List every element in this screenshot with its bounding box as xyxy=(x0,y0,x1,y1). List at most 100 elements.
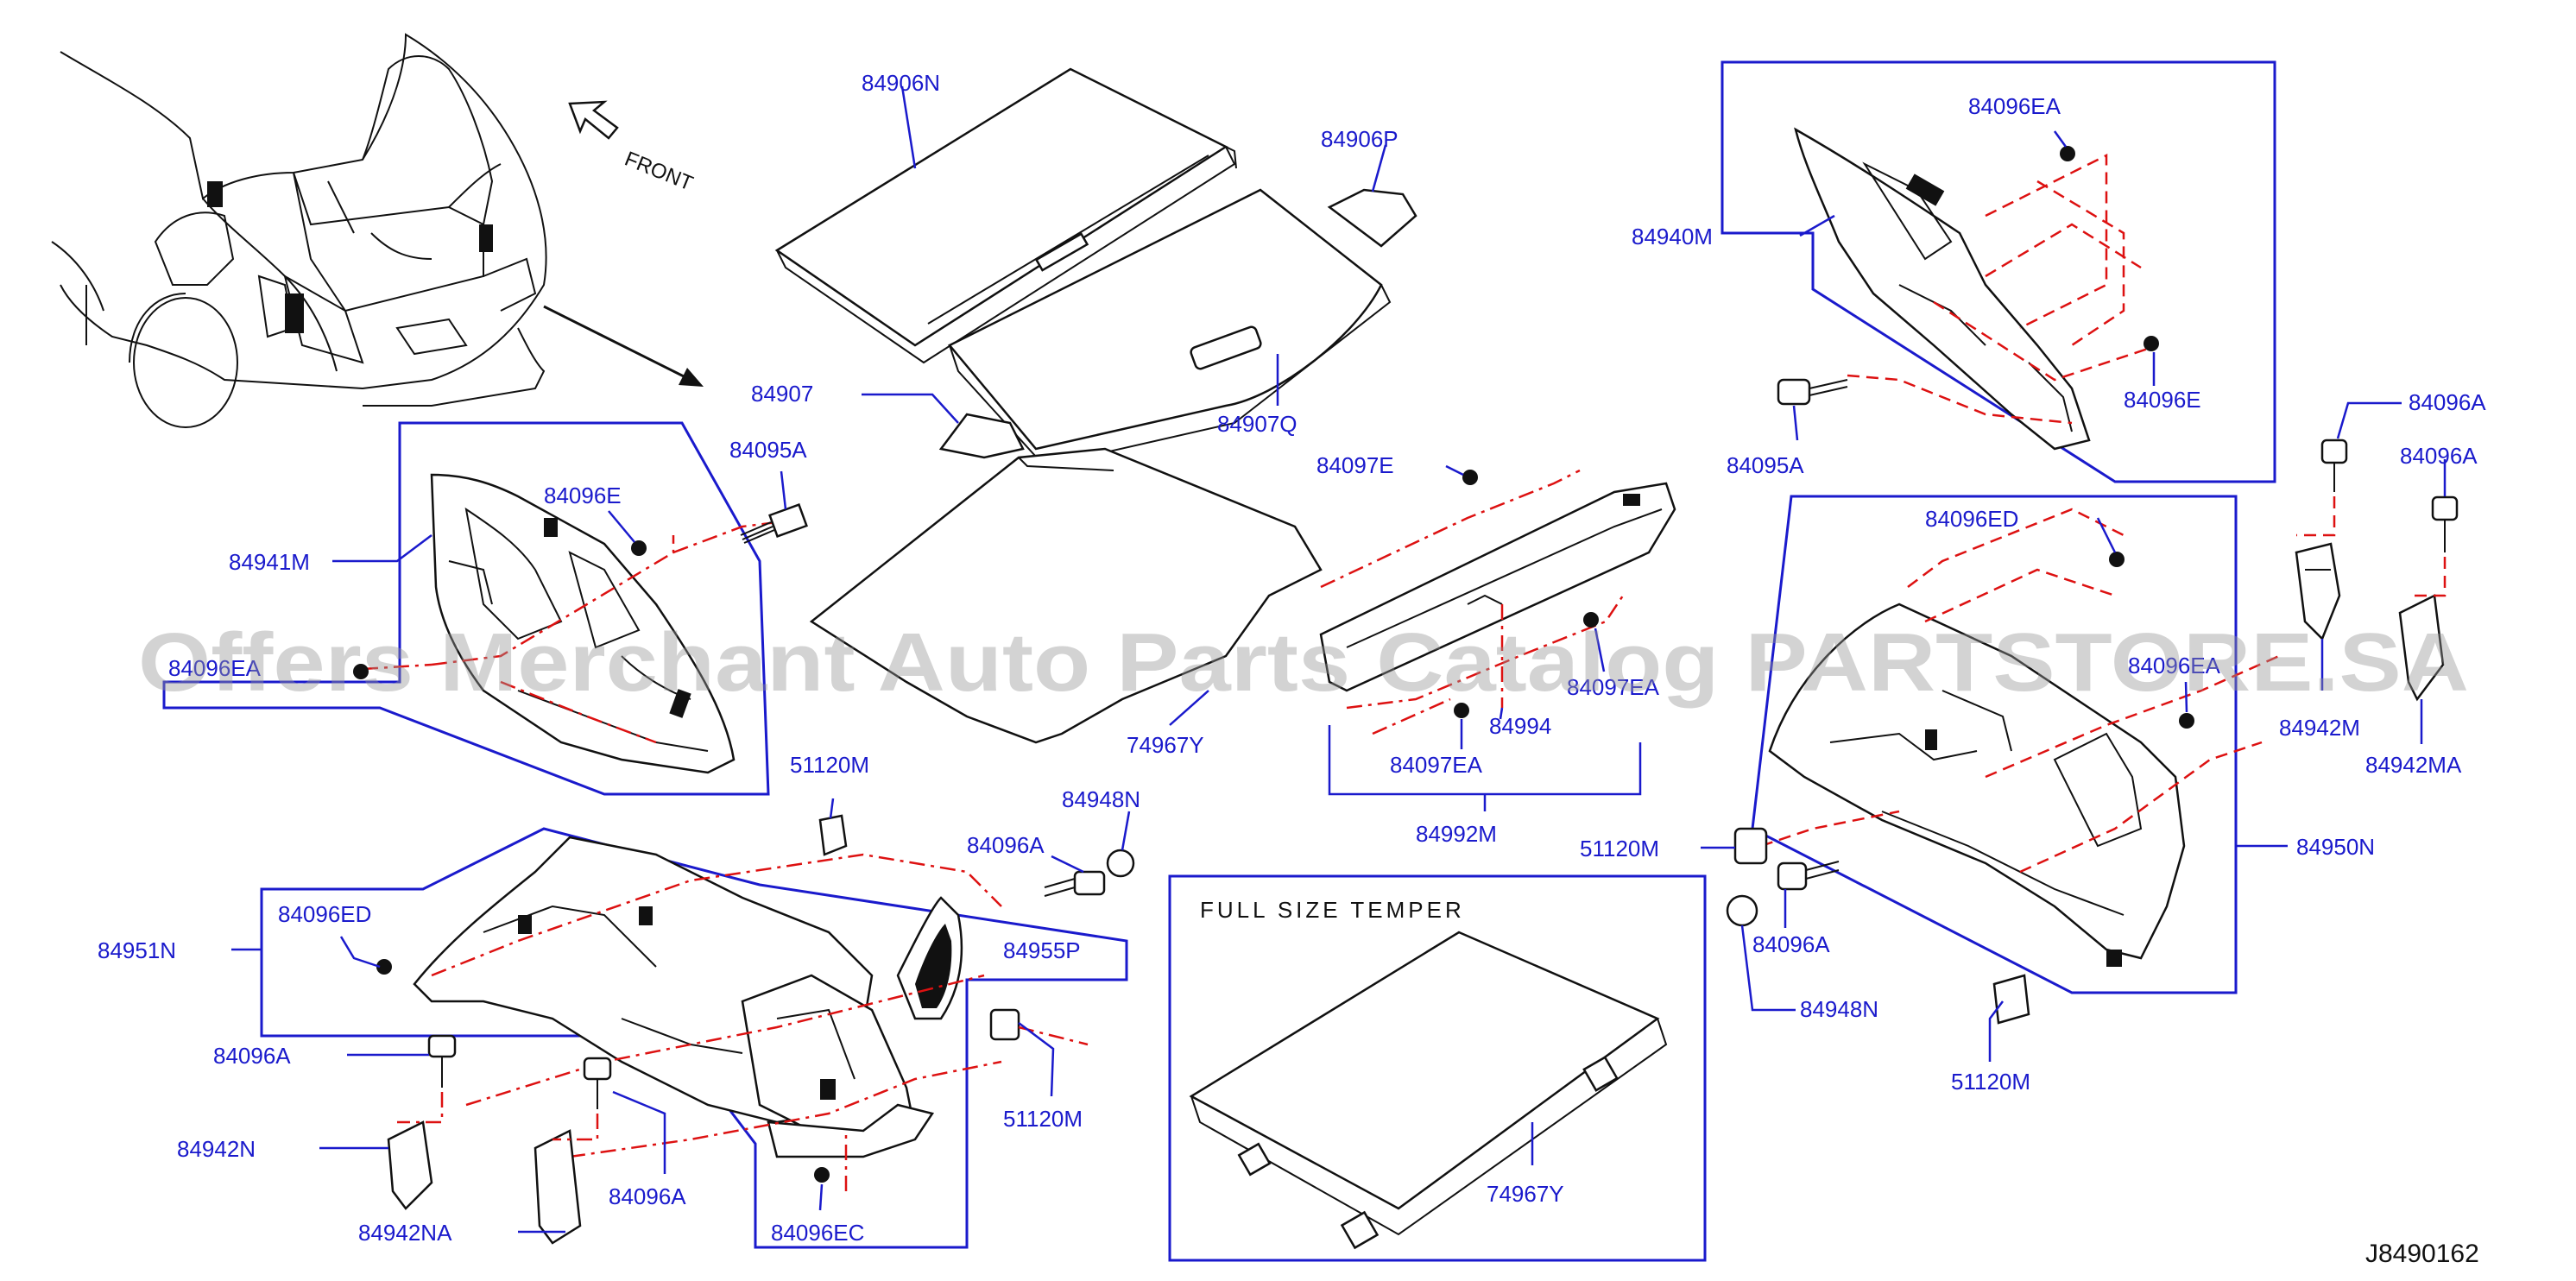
part-bracket-84942M xyxy=(2295,542,2341,641)
group-frame-84941M xyxy=(162,421,770,796)
label-84948N-right: 84948N xyxy=(1800,996,1878,1022)
clip-84096E-right xyxy=(2144,336,2159,351)
label-84096A-center: 84096A xyxy=(967,832,1045,858)
label-84096ED-right: 84096ED xyxy=(1925,506,2018,532)
leader-84941M xyxy=(332,534,432,563)
leader-84906P xyxy=(1371,144,1387,192)
leader-84907 xyxy=(862,393,959,424)
bolt-84095A-right xyxy=(1777,378,1848,406)
leader-51120M-lower-right xyxy=(1988,1000,2004,1062)
phantom-line-84950N-e xyxy=(2019,741,2263,874)
leader-84096E-left xyxy=(608,510,635,543)
part-rear-plate xyxy=(1319,482,1676,692)
label-84096EA-upper: 84096EA xyxy=(1968,93,2061,119)
label-84096A-lower-left-1: 84096A xyxy=(213,1043,291,1069)
leader-84096ED-left xyxy=(339,936,381,969)
location-arrow-line xyxy=(543,305,691,382)
label-84955P: 84955P xyxy=(1003,937,1081,963)
label-84097EA-lower: 84097EA xyxy=(1390,752,1483,778)
label-51120M-top: 51120M xyxy=(790,752,869,778)
phantom-line-84992M-c xyxy=(1372,697,1451,735)
bolt-84096A-upper-right-2 xyxy=(2431,495,2459,552)
vehicle-rear-view xyxy=(51,33,547,428)
label-84096EA-right: 84096EA xyxy=(2128,653,2221,678)
clip-51120M-lower xyxy=(989,1008,1020,1041)
part-cargo-cover xyxy=(948,188,1392,468)
leader-84948N-right xyxy=(1740,924,1796,1012)
bolt-84096A-lower-left-2 xyxy=(583,1057,612,1109)
label-84096A-right-2: 84096A xyxy=(2400,443,2478,469)
label-84992M: 84992M xyxy=(1416,821,1497,847)
clip-84096ED-right xyxy=(2109,552,2125,567)
leader-84095A-right xyxy=(1792,405,1799,441)
phantom-line-84942N xyxy=(397,1092,444,1124)
part-floor-mat xyxy=(809,447,1323,744)
label-84097E: 84097E xyxy=(1316,452,1394,478)
label-74967Y: 74967Y xyxy=(1127,732,1204,758)
clip-84096EA-upper xyxy=(2060,146,2075,161)
phantom-line-84950N-d xyxy=(1760,810,1900,848)
label-84096A-right-1: 84096A xyxy=(2409,389,2486,415)
leader-51120M-lower xyxy=(1018,1022,1055,1097)
label-84096A-right-lower: 84096A xyxy=(1752,931,1830,957)
phantom-line-84940M-e xyxy=(1847,374,2073,425)
clip-84096EC xyxy=(814,1167,830,1183)
label-84994: 84994 xyxy=(1489,713,1551,739)
phantom-line-84950N-a xyxy=(1907,508,2125,588)
label-84940M: 84940M xyxy=(1632,224,1713,249)
leader-84095A-left xyxy=(780,470,787,510)
bolt-84096A-upper-right-1 xyxy=(2320,439,2348,492)
leader-84948N-center xyxy=(1121,811,1131,851)
label-74967Y-inset: 74967Y xyxy=(1487,1181,1564,1207)
phantom-line-84940M-c xyxy=(1985,223,2142,278)
part-bracket-84942MA xyxy=(2398,594,2445,702)
clip-84097E xyxy=(1462,470,1478,485)
part-right-lower-finisher xyxy=(1768,603,2186,967)
part-right-upper-finisher xyxy=(1794,127,2091,451)
label-51120M-lower: 51120M xyxy=(1003,1106,1083,1132)
label-84942M: 84942M xyxy=(2279,715,2360,741)
clip-51120M-lower-right xyxy=(1992,974,2030,1025)
label-84096E-right: 84096E xyxy=(2124,387,2201,413)
watermark-text: Offers Merchant Auto Parts Catalog PARTS… xyxy=(138,616,2469,709)
inset-frame-full-size-temper xyxy=(1168,874,1707,1262)
inset-note: FULL SIZE TEMPER xyxy=(1200,897,1465,923)
clip-84096EA-right xyxy=(2179,713,2194,729)
leader-84097E xyxy=(1445,464,1464,476)
bolt-84096A-center xyxy=(1044,870,1106,897)
clip-51120M-right xyxy=(1733,827,1768,865)
phantom-line-84940M-a xyxy=(1985,153,2108,330)
clip-51120M-top xyxy=(818,814,848,856)
leader-84096ED-right xyxy=(2096,517,2117,553)
phantom-line-84950N-b xyxy=(1924,568,2116,623)
plug-84948N-right xyxy=(1726,894,1758,927)
part-left-lower-finisher xyxy=(413,836,917,1141)
part-small-cap xyxy=(938,413,1025,459)
location-arrow-head xyxy=(679,368,704,387)
diagram-code: J8490162 xyxy=(2365,1240,2479,1268)
label-84096EA-left: 84096EA xyxy=(168,655,262,681)
clip-84096E-left xyxy=(631,540,647,556)
bolt-84095A-left xyxy=(740,503,808,544)
phantom-line-84992M-b xyxy=(1346,595,1625,710)
clip-84097EA-lower xyxy=(1454,703,1469,718)
label-84907: 84907 xyxy=(751,381,813,407)
label-84951N: 84951N xyxy=(98,937,176,963)
front-arrow-icon xyxy=(568,100,619,140)
leader-84096EA-right xyxy=(2184,681,2188,713)
bolt-84096A-right-lower xyxy=(1777,861,1840,891)
part-left-upper-finisher xyxy=(430,473,736,774)
bracket-84992M xyxy=(1328,725,1642,796)
label-84942N: 84942N xyxy=(177,1136,256,1162)
part-bracket-84942N xyxy=(387,1120,433,1210)
phantom-line-84992M-a xyxy=(1320,469,1581,589)
label-84942MA: 84942MA xyxy=(2365,752,2462,778)
phantom-line-84940M-d xyxy=(1933,300,2159,382)
clip-84096EA-left xyxy=(353,664,369,679)
phantom-line-84950N-c xyxy=(1985,654,2280,779)
leader-74967Y xyxy=(1169,690,1209,726)
label-84906N: 84906N xyxy=(862,70,940,96)
front-label: FRONT xyxy=(622,148,697,196)
label-84096A-lower-left-2: 84096A xyxy=(609,1183,686,1209)
phantom-line-84951N-b xyxy=(465,974,985,1107)
